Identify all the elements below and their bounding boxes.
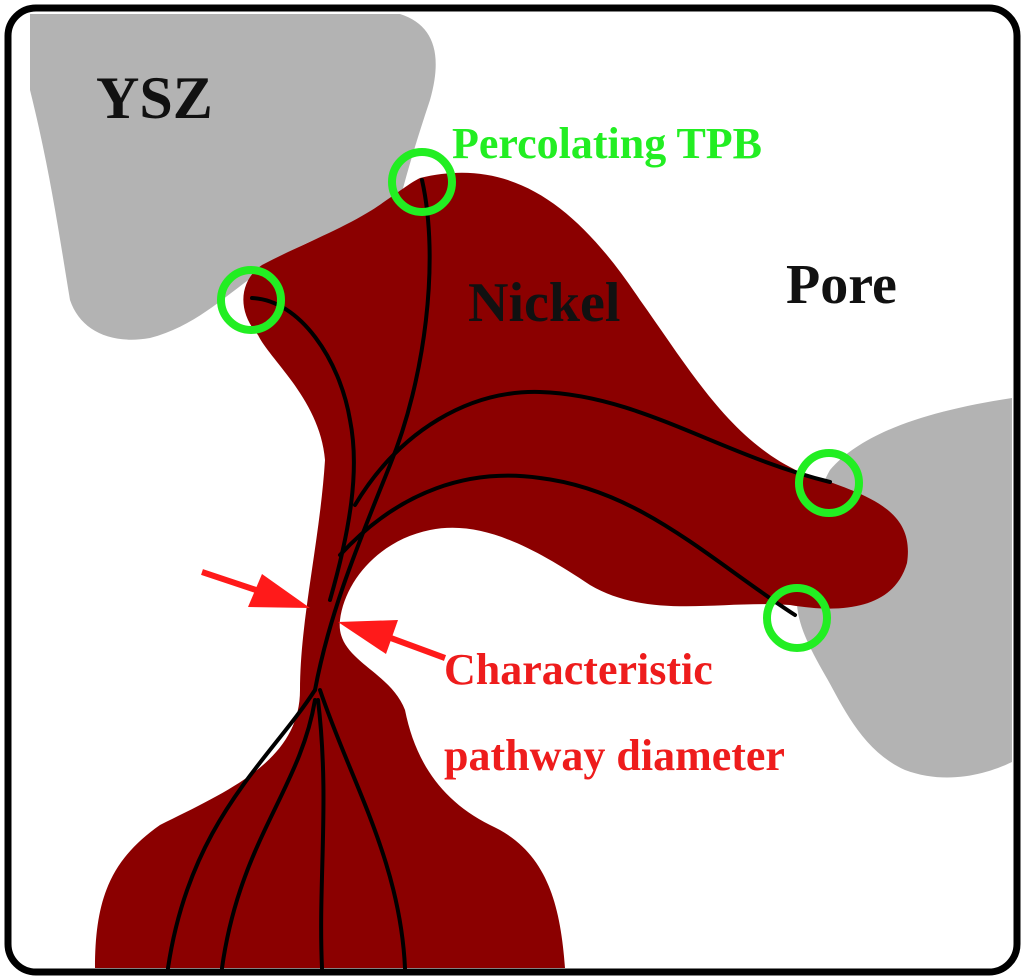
pathway-branch-2	[220, 698, 317, 970]
tpb-marker-right	[795, 449, 863, 517]
tpb-marker-top	[388, 148, 456, 216]
label-diameter-line2: pathway diameter	[444, 731, 785, 780]
tpb-markers	[217, 148, 863, 652]
label-diameter-line1: Characteristic	[444, 645, 713, 694]
ysz-grain-top-left	[30, 14, 436, 340]
label-pore: Pore	[786, 254, 897, 316]
pathway-branch-1	[166, 688, 317, 970]
pathway-branch-4	[318, 688, 407, 970]
pathway-branch-3	[316, 698, 326, 970]
arrow-right-head	[338, 620, 398, 654]
frame-border	[4, 4, 1021, 976]
label-nickel: Nickel	[468, 272, 620, 334]
pathway-to-lower-right-tpb	[338, 473, 797, 617]
pathway-to-top-tpb	[313, 178, 432, 692]
label-percolating-tpb: Percolating TPB	[452, 119, 762, 168]
nickel-region	[95, 172, 908, 969]
tpb-marker-left	[217, 266, 285, 334]
pathway-to-left-tpb	[250, 296, 356, 602]
diameter-arrows	[201, 569, 447, 661]
label-ysz: YSZ	[96, 65, 213, 131]
tpb-marker-lower-right	[763, 584, 831, 652]
conduction-pathways	[166, 178, 832, 970]
arrow-left-head	[248, 574, 310, 608]
pathway-to-right-tpb	[353, 389, 832, 507]
